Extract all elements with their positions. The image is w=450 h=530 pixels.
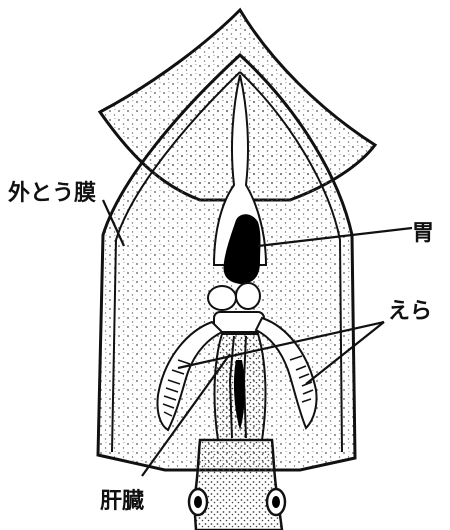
mantle-label: 外とう膜 [8, 180, 96, 206]
head [194, 440, 282, 530]
stomach-label: 胃 [412, 221, 434, 246]
liver-label: 肝臓 [100, 489, 144, 514]
gills-label: えら [388, 299, 432, 324]
